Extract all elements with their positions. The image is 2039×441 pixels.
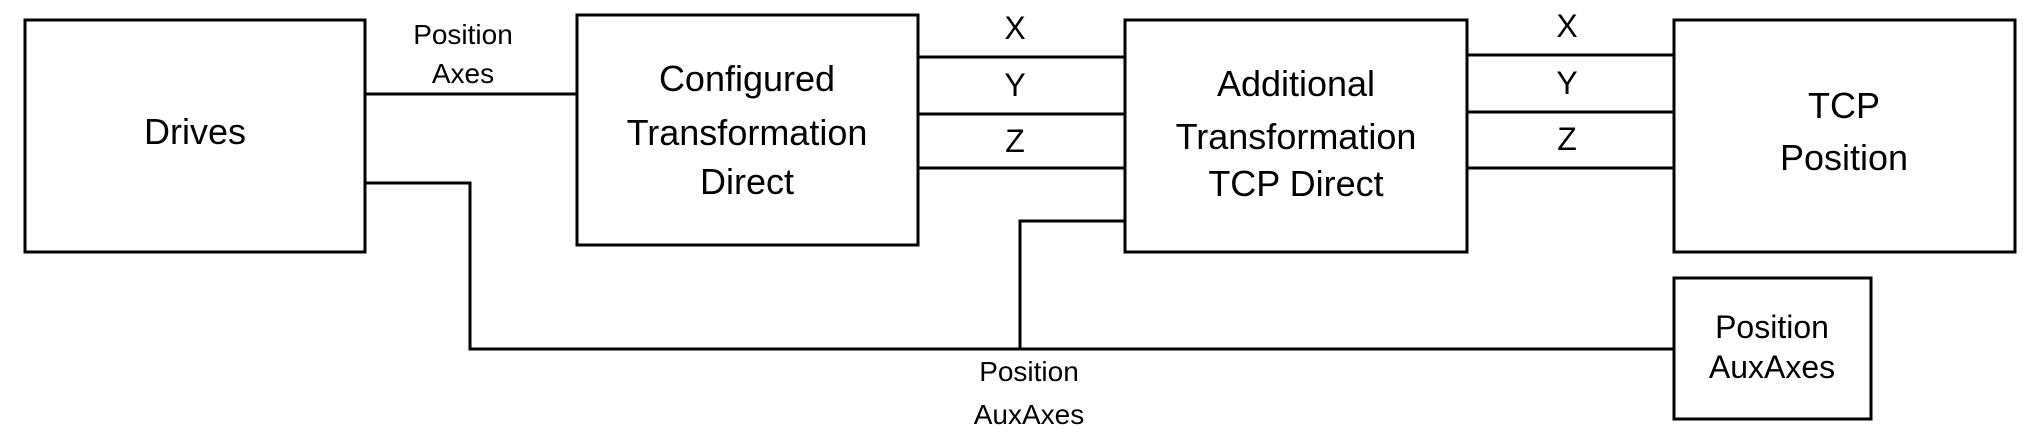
additional-transformation-block: Additional Transformation TCP Direct	[1123, 18, 1469, 254]
wire-aux-branch	[1018, 219, 1125, 349]
tcp-position-line2: Position	[1780, 137, 1908, 178]
axis-y-label-1: Y	[1004, 67, 1025, 103]
additional-transformation-line3: TCP Direct	[1208, 163, 1383, 204]
position-auxaxes-box-line1: Position	[1715, 309, 1829, 345]
position-axes-label: Position Axes	[413, 19, 513, 89]
wire-aux-main	[365, 181, 1674, 351]
configured-transformation-line1: Configured	[659, 58, 835, 99]
additional-transformation-line2: Transformation	[1176, 116, 1417, 157]
drives-label: Drives	[144, 111, 246, 152]
axis-z-label-2: Z	[1557, 121, 1577, 157]
tcp-position-block: TCP Position	[1672, 18, 2017, 254]
axes-labels-group-1: X Y Z	[1004, 10, 1025, 159]
axis-x-label-1: X	[1004, 10, 1025, 46]
position-auxaxes-label: Position AuxAxes	[974, 356, 1085, 430]
axis-z-label-1: Z	[1005, 123, 1025, 159]
connection-lines	[365, 53, 1674, 351]
position-axes-line1: Position	[413, 19, 513, 50]
axes-labels-group-2: X Y Z	[1556, 8, 1577, 157]
position-auxaxes-block: Position AuxAxes	[1672, 276, 1873, 421]
drives-block: Drives	[23, 18, 367, 254]
configured-transformation-line3: Direct	[700, 161, 794, 202]
axis-y-label-2: Y	[1556, 65, 1577, 101]
position-auxaxes-line1: Position	[979, 356, 1079, 387]
position-auxaxes-line2: AuxAxes	[974, 399, 1085, 430]
position-axes-line2: Axes	[432, 58, 494, 89]
additional-transformation-line1: Additional	[1217, 63, 1375, 104]
position-auxaxes-box-line2: AuxAxes	[1709, 349, 1835, 385]
configured-transformation-block: Configured Transformation Direct	[575, 13, 920, 247]
axis-x-label-2: X	[1556, 8, 1577, 44]
configured-transformation-line2: Transformation	[627, 112, 868, 153]
tcp-position-line1: TCP	[1808, 85, 1880, 126]
